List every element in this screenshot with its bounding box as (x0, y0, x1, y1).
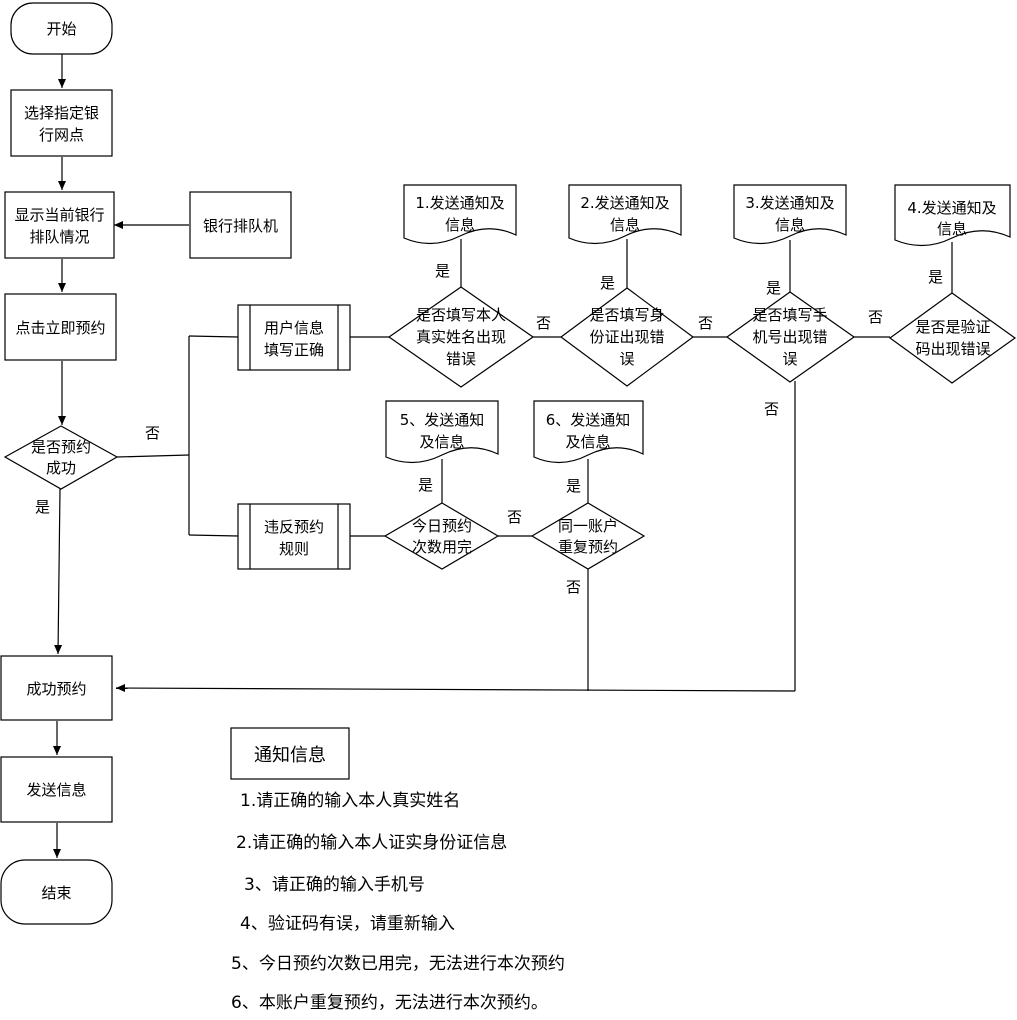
notes-item-6: 6、本账户重复预约，无法进行本次预约。 (231, 993, 548, 1013)
node-check-count: 今日预约 次数用完 (383, 502, 500, 570)
node-notify-5: 5、发送通知 及信息 (385, 400, 499, 464)
node-check-code-line2: 码出现错误 (915, 340, 990, 358)
node-reserve-decision-line1: 是否预约 (31, 438, 91, 456)
node-user-info-line2: 填写正确 (264, 341, 324, 359)
notes-item-3: 3、请正确的输入手机号 (244, 875, 425, 895)
node-check-id-line1: 是否填写身 (589, 306, 664, 324)
node-notify-6-line2: 及信息 (565, 433, 610, 451)
node-reserve-decision: 是否预约 成功 (3, 425, 119, 490)
label-no-count: 否 (507, 508, 522, 526)
label-no-decide: 否 (145, 424, 160, 442)
node-notify-3: 3.发送通知及 信息 (733, 184, 847, 245)
node-check-count-line2: 次数用完 (412, 538, 472, 556)
edge-split-userinfo (188, 335, 239, 338)
node-check-phone-line1: 是否填写手 (752, 306, 827, 324)
label-no-id: 否 (698, 314, 713, 332)
node-show-queue-line2: 排队情况 (29, 228, 89, 246)
label-yes-code: 是 (928, 268, 943, 286)
node-notify-6: 6、发送通知 及信息 (533, 400, 644, 464)
node-notify-2-line2: 信息 (610, 216, 640, 234)
node-notify-5-line2: 及信息 (419, 433, 464, 451)
node-check-name-line2: 真实姓名出现 (416, 328, 506, 346)
node-success-label: 成功预约 (26, 680, 86, 698)
node-select-branch: 选择指定银 行网点 (10, 89, 113, 157)
node-notify-1-line2: 信息 (445, 216, 475, 234)
node-end: 结束 (0, 859, 113, 925)
node-show-queue-line1: 显示当前银行 (14, 206, 104, 224)
node-click-reserve: 点击立即预约 (4, 293, 117, 361)
label-yes-phone: 是 (766, 279, 781, 297)
node-notify-3-line1: 3.发送通知及 (745, 194, 834, 212)
node-user-info-line1: 用户信息 (264, 319, 324, 337)
label-yes-id: 是 (600, 274, 615, 292)
node-start-label: 开始 (46, 20, 76, 38)
label-yes-decide: 是 (35, 498, 50, 516)
edge-labels: 否 是 是 否 是 否 是 否 是 否 是 否 是 否 (35, 262, 943, 596)
node-notify-1-line1: 1.发送通知及 (415, 194, 504, 212)
node-notify-4-line2: 信息 (937, 220, 967, 238)
node-show-queue: 显示当前银行 排队情况 (4, 191, 115, 259)
notes-item-5: 5、今日预约次数已用完，无法进行本次预约 (231, 954, 565, 974)
node-check-name-line3: 错误 (446, 350, 476, 368)
node-check-dup-line2: 重复预约 (558, 538, 618, 556)
node-notify-2-line1: 2.发送通知及 (580, 194, 669, 212)
node-success: 成功预约 (0, 655, 113, 721)
node-notify-5-line1: 5、发送通知 (400, 411, 485, 429)
node-check-count-line1: 今日预约 (412, 517, 472, 535)
node-check-name-line1: 是否填写本人 (416, 306, 506, 324)
node-check-id-line3: 误 (619, 350, 634, 368)
notes-item-1: 1.请正确的输入本人真实姓名 (240, 791, 460, 811)
node-notify-2: 2.发送通知及 信息 (568, 184, 682, 245)
node-reserve-decision-line2: 成功 (46, 459, 76, 477)
node-violate-rule-line1: 违反预约 (264, 518, 324, 536)
node-check-code-line1: 是否是验证 (915, 318, 990, 336)
node-queue-machine-label: 银行排队机 (203, 217, 278, 235)
edge-split-violate (188, 534, 239, 537)
node-notify-4: 4.发送通知及 信息 (894, 184, 1011, 247)
node-check-code: 是否是验证 码出现错误 (888, 292, 1017, 384)
node-check-phone-line2: 机号出现错 (752, 328, 827, 346)
label-no-name: 否 (536, 314, 551, 332)
node-user-info: 用户信息 填写正确 (237, 304, 351, 371)
label-no-phone: 否 (868, 308, 883, 326)
label-no-dup: 否 (566, 578, 581, 596)
node-notify-4-line1: 4.发送通知及 (907, 199, 996, 217)
label-yes-dup: 是 (566, 477, 581, 495)
node-check-name: 是否填写本人 真实姓名出现 错误 (387, 286, 535, 388)
label-yes-name: 是 (435, 262, 450, 280)
node-check-dup: 同一账户 重复预约 (530, 502, 646, 570)
edge-decide-no (116, 454, 190, 458)
node-check-id: 是否填写身 份证出现错 误 (559, 287, 695, 387)
label-no-phone-down: 否 (764, 400, 779, 418)
node-select-branch-line2: 行网点 (39, 126, 84, 144)
edge-decide-success (54, 488, 63, 655)
node-check-phone-line3: 误 (782, 350, 797, 368)
label-yes-count: 是 (418, 476, 433, 494)
notes-item-2: 2.请正确的输入本人证实身份证信息 (236, 833, 507, 853)
node-select-branch-line1: 选择指定银 (24, 104, 99, 122)
node-notify-1: 1.发送通知及 信息 (403, 184, 517, 245)
node-check-phone: 是否填写手 机号出现错 误 (725, 291, 856, 383)
node-check-dup-line1: 同一账户 (558, 517, 618, 535)
notes-item-4: 4、验证码有误，请重新输入 (240, 914, 455, 934)
node-notify-3-line2: 信息 (775, 216, 805, 234)
edge-return-success (115, 684, 796, 693)
node-violate-rule: 违反预约 规则 (237, 503, 351, 570)
node-check-id-line2: 份证出现错 (589, 328, 664, 346)
node-queue-machine: 银行排队机 (189, 191, 292, 259)
node-notify-6-line1: 6、发送通知 (546, 411, 631, 429)
node-start: 开始 (10, 2, 113, 55)
notes-title: 通知信息 (254, 745, 326, 766)
node-send-info-label: 发送信息 (26, 781, 86, 799)
notes-panel: 通知信息 1.请正确的输入本人真实姓名 2.请正确的输入本人证实身份证信息 3、… (230, 727, 565, 1013)
connectors (53, 54, 953, 858)
node-click-reserve-label: 点击立即预约 (15, 319, 105, 337)
node-end-label: 结束 (41, 884, 71, 902)
node-violate-rule-line2: 规则 (279, 540, 309, 558)
node-send-info: 发送信息 (0, 756, 113, 823)
